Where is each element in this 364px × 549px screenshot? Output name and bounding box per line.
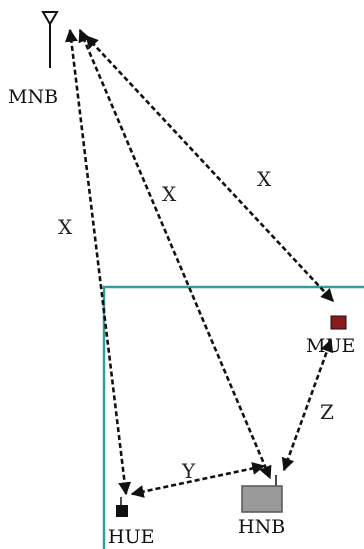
- mnb-antenna-icon: [41, 11, 59, 68]
- hnb-device-icon: [241, 485, 283, 513]
- link-mnb-hnb: [78, 28, 272, 480]
- hue-device-icon: [116, 505, 128, 517]
- link-hnb-mue: [281, 338, 334, 472]
- link-label-mnb-hnb: X: [162, 182, 177, 206]
- hue-label: HUE: [108, 526, 154, 548]
- link-label-mnb-hue: X: [58, 215, 73, 239]
- hnb-label: HNB: [238, 516, 285, 538]
- link-mnb-hue: [64, 28, 132, 496]
- link-label-hnb-mue: Z: [320, 400, 334, 424]
- mue-device-icon: [330, 315, 347, 330]
- mue-label: MUE: [306, 335, 355, 357]
- link-label-hue-hnb: Y: [181, 459, 196, 483]
- link-mnb-mue: [85, 35, 334, 302]
- link-label-mnb-mue: X: [257, 167, 272, 191]
- link-hue-hnb: [130, 462, 266, 498]
- mnb-label: MNB: [8, 86, 58, 108]
